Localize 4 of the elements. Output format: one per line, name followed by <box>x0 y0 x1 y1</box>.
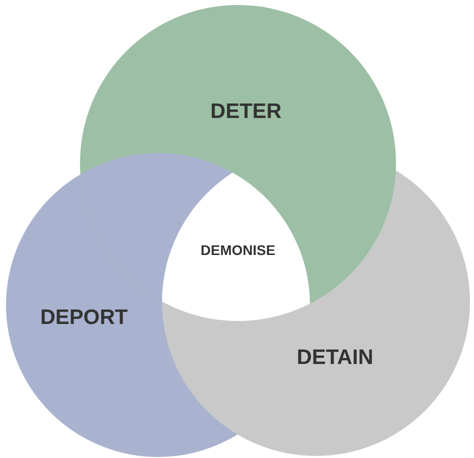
circle-label: DEPORT <box>40 306 128 330</box>
overlap-label: DEMONISE <box>200 242 276 258</box>
circle-label: DETER <box>210 100 282 124</box>
circle-label: DETAIN <box>296 346 374 370</box>
